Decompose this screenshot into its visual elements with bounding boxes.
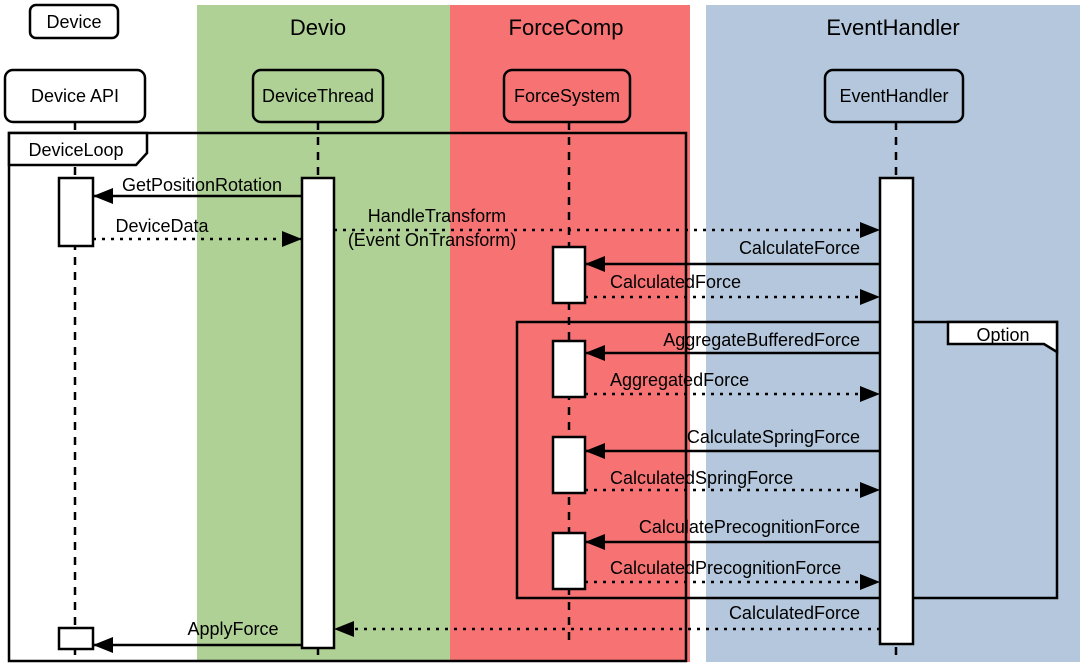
msg-calculate-spring-force: CalculateSpringForce xyxy=(687,427,860,447)
lifeline-event-handler-label: EventHandler xyxy=(839,86,948,106)
lifeline-device-api-label: Device API xyxy=(31,86,119,106)
option-label: Option xyxy=(976,325,1029,345)
lifeline-device-api: Device API xyxy=(3,68,147,124)
eventhandler-header: EventHandler xyxy=(826,15,959,40)
activation-device-thread xyxy=(300,176,336,650)
activation-device-api-1 xyxy=(57,176,95,248)
msg-calculate-precognition-force: CalculatePrecognitionForce xyxy=(639,517,860,537)
device-loop-label: DeviceLoop xyxy=(28,140,123,160)
lifeline-device-thread: DeviceThread xyxy=(251,68,385,124)
activation-force-system-1 xyxy=(551,245,587,305)
option-frame: Option xyxy=(515,320,1059,600)
msg-handle-transform: HandleTransform xyxy=(368,206,506,226)
msg-apply-force: ApplyForce xyxy=(187,619,278,639)
lifeline-force-system-label: ForceSystem xyxy=(514,86,620,106)
lifeline-event-handler: EventHandler xyxy=(823,68,965,124)
msg-calculated-spring-force: CalculatedSpringForce xyxy=(610,468,793,488)
msg-get-position-rotation: GetPositionRotation xyxy=(122,175,282,195)
activation-force-system-4 xyxy=(551,531,587,591)
msg-calculated-force: CalculatedForce xyxy=(610,272,741,292)
msg-device-data: DeviceData xyxy=(115,216,209,236)
device-header-box: Device xyxy=(28,3,120,40)
activation-force-system-2 xyxy=(551,339,587,399)
msg-handle-transform-event: (Event OnTransform) xyxy=(348,230,516,250)
forcecomp-header: ForceComp xyxy=(509,15,624,40)
lifeline-device-thread-label: DeviceThread xyxy=(262,86,374,106)
activation-force-system-3 xyxy=(551,435,587,495)
device-loop-frame: DeviceLoop xyxy=(7,131,688,663)
msg-calculated-force-return: CalculatedForce xyxy=(729,603,860,623)
msg-calculate-force: CalculateForce xyxy=(739,238,860,258)
msg-aggregate-buffered-force: AggregateBufferedForce xyxy=(663,330,860,350)
msg-aggregated-force: AggregatedForce xyxy=(610,370,749,390)
activation-event-handler xyxy=(878,176,915,646)
msg-calculated-precognition-force: CalculatedPrecognitionForce xyxy=(610,558,841,578)
devio-header: Devio xyxy=(290,15,346,40)
lifeline-force-system: ForceSystem xyxy=(502,68,632,124)
activation-device-api-2 xyxy=(57,626,95,651)
device-header-label: Device xyxy=(46,12,101,32)
